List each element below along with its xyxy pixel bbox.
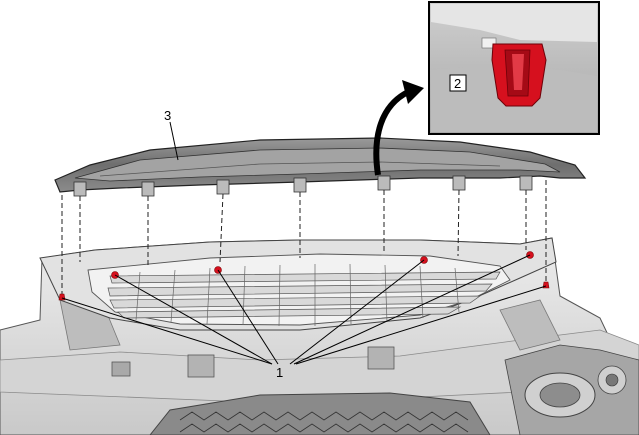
callout-1: 1 [276,365,283,380]
callout-3: 3 [164,108,171,123]
callout-number-3: 3 [164,108,171,123]
alignment-lines [61,180,547,296]
inset-detail [428,1,600,135]
upper-trim-panel [54,137,587,197]
callout-number-2: 2 [454,76,461,91]
callout-number-1: 1 [276,365,283,380]
clip-fastener-icon [491,43,547,107]
leader-lines [61,71,547,365]
callout-2: 2 [449,74,467,92]
curved-arrow-icon [373,80,424,176]
